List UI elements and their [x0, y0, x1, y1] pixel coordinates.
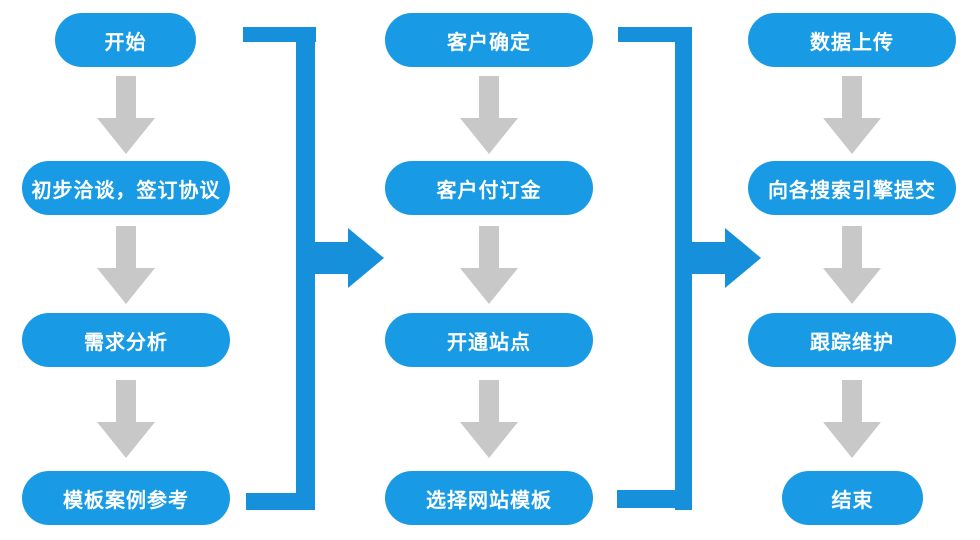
down-arrow-icon	[823, 76, 881, 154]
flow-node-submit-search-engines: 向各搜索引擎提交	[748, 161, 956, 215]
flow-node-start: 开始	[55, 13, 196, 67]
flow-node-label: 客户确定	[447, 29, 531, 54]
connector-right-arrow-stem	[692, 242, 725, 274]
down-arrow-icon	[97, 380, 155, 458]
flow-node-track-maintain: 跟踪维护	[748, 313, 956, 367]
down-arrow-icon	[460, 226, 518, 304]
flow-node-open-site: 开通站点	[385, 313, 593, 367]
down-arrow-icon	[460, 380, 518, 458]
flow-node-label: 结束	[831, 487, 874, 512]
flow-node-label: 开始	[104, 29, 147, 54]
flow-node-customer-deposit: 客户付订金	[385, 161, 593, 215]
connector-bottom-bar	[246, 493, 315, 510]
flow-node-label: 跟踪维护	[810, 329, 894, 354]
connector-top-bar	[618, 27, 692, 42]
flow-node-label: 数据上传	[810, 29, 894, 54]
down-arrow-icon	[460, 76, 518, 154]
flow-node-label: 选择网站模板	[426, 487, 552, 512]
connector-vertical-bar	[675, 27, 692, 510]
flow-node-negotiate-sign: 初步洽谈，签订协议	[22, 161, 230, 215]
connector-bottom-bar	[617, 490, 692, 508]
flow-node-template-case-reference: 模板案例参考	[22, 471, 230, 525]
flow-node-label: 初步洽谈，签订协议	[31, 177, 221, 202]
connector-right-arrow-icon	[348, 228, 384, 288]
connector-right-arrow-stem	[315, 242, 348, 274]
down-arrow-icon	[97, 226, 155, 304]
flow-node-label: 向各搜索引擎提交	[768, 177, 936, 202]
down-arrow-icon	[823, 226, 881, 304]
flow-node-customer-confirm: 客户确定	[385, 13, 593, 67]
connector-bracket-phase2-to-phase3	[617, 27, 761, 510]
flow-node-end: 结束	[782, 471, 923, 525]
flow-node-label: 模板案例参考	[63, 487, 189, 512]
flow-node-requirements-analysis: 需求分析	[22, 313, 230, 367]
connector-bracket-phase1-to-phase2	[243, 27, 384, 510]
connector-vertical-bar	[296, 27, 315, 510]
down-arrow-icon	[823, 380, 881, 458]
flow-node-label: 需求分析	[84, 329, 168, 354]
flow-node-data-upload: 数据上传	[748, 13, 956, 67]
flow-node-label: 开通站点	[447, 329, 531, 354]
connector-right-arrow-icon	[725, 228, 761, 288]
down-arrow-icon	[97, 76, 155, 154]
flow-node-label: 客户付订金	[436, 177, 542, 202]
flow-node-choose-website-template: 选择网站模板	[385, 471, 593, 525]
